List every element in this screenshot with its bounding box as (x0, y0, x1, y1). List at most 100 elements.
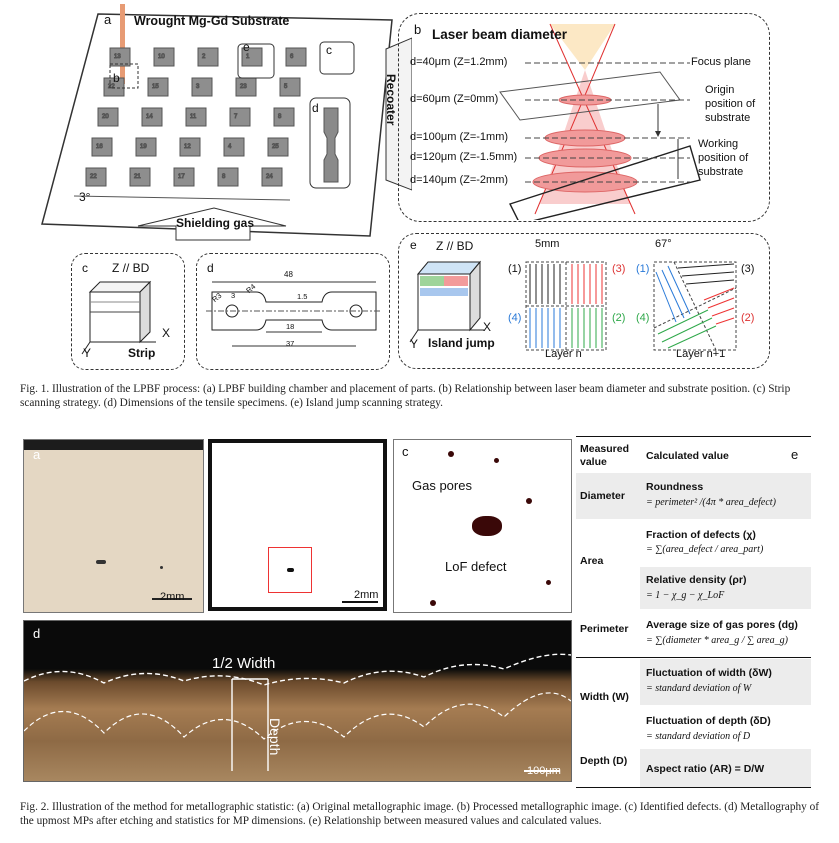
panel-e-letter: e (410, 238, 417, 252)
printed-part (267, 137, 289, 157)
figure-2-caption: Fig. 2. Illustration of the method for m… (20, 801, 819, 827)
fraction-formula: = ∑(area_defect / area_part) (646, 544, 764, 555)
quad-1-n1: (1) (636, 263, 650, 275)
printed-part (273, 107, 295, 127)
relative-density-formula: = 1 − χ_g − χ_LoF (646, 590, 725, 601)
part-number: 8 (278, 114, 282, 120)
row-width: Width (W) (580, 691, 629, 703)
panel-a-letter: a (104, 12, 112, 27)
fig2-e-letter: e (791, 447, 799, 462)
dim-18: 18 (286, 322, 295, 331)
printed-part (91, 137, 113, 157)
lof-defect-label: LoF defect (445, 559, 507, 574)
printed-part (285, 47, 307, 67)
col-calculated: Calculated value (646, 450, 729, 462)
part-number: 14 (146, 114, 153, 120)
printed-part (129, 167, 151, 187)
panel-a-label-b: b (113, 71, 120, 85)
fig2-c-letter: c (402, 444, 409, 459)
figure-1-caption: Fig. 1. Illustration of the LPBF process… (20, 383, 791, 409)
avg-gas-pore: Average size of gas pores (dg) (646, 619, 798, 631)
island-size-label: 5mm (535, 238, 560, 250)
part-number: 20 (102, 114, 109, 120)
printed-part (173, 167, 195, 187)
part-number: 22 (90, 174, 97, 180)
part-number: 6 (290, 54, 294, 60)
panel-c-axis-z: Z // BD (112, 261, 150, 275)
part-number: 12 (184, 144, 191, 150)
fig2-a-scale: 2mm (160, 591, 185, 603)
panel-e-diagram (409, 260, 737, 351)
part-number: 11 (190, 114, 197, 120)
panel-e-axis-z: Z // BD (436, 239, 474, 253)
part-number: 22 (108, 84, 115, 90)
printed-part (135, 137, 157, 157)
row-perimeter: Perimeter (580, 623, 629, 635)
panel-e-axis-y: Y (410, 337, 419, 351)
layer-n1-label: Layer n+1 (676, 348, 726, 360)
quad-1-n: (1) (508, 263, 522, 275)
quad-3-n1: (3) (741, 263, 755, 275)
panel-b-processed (208, 439, 387, 611)
part-number: 15 (152, 84, 159, 90)
panel-d-letter: d (207, 261, 214, 275)
printed-part (241, 47, 263, 67)
printed-part (147, 77, 169, 97)
printed-part (223, 137, 245, 157)
printed-part (97, 107, 119, 127)
fig2-d-scale: 100μm (527, 765, 561, 777)
printed-part (103, 77, 125, 97)
dim-48: 48 (284, 270, 293, 279)
avg-gas-pore-formula: = ∑(diameter * area_g / ∑ area_g) (646, 635, 788, 646)
panel-e-table: Measured value Calculated value e Diamet… (576, 436, 811, 788)
panel-a-metallograph (23, 439, 204, 613)
quad-3-n: (3) (612, 263, 626, 275)
panel-d-meltpools (23, 620, 572, 782)
fluct-depth: Fluctuation of depth (δD) (646, 715, 771, 727)
panel-c-axis-y: Y (83, 346, 92, 360)
panel-b-title: Laser beam diameter (432, 27, 568, 42)
panel-c-frame (71, 253, 185, 370)
panel-a-label-e: e (243, 40, 250, 54)
printed-part (261, 167, 283, 187)
roundness-formula: = perimeter² /(4π * area_defect) (646, 497, 776, 508)
part-number: 2 (202, 54, 206, 60)
fraction-defects: Fraction of defects (χ) (646, 529, 756, 541)
fig2-d-letter: d (33, 626, 41, 641)
gas-pores-label: Gas pores (412, 478, 472, 493)
part-number: 16 (96, 144, 103, 150)
table-header: Measured value Calculated value e (576, 437, 811, 474)
printed-part (185, 107, 207, 127)
quad-4-n: (4) (508, 312, 522, 324)
printed-part (229, 107, 251, 127)
panel-c-letter: c (82, 261, 88, 275)
dim-37: 37 (286, 339, 295, 348)
beam-row-1: d=40μm (Z=1.2mm) (410, 56, 508, 68)
printed-part (217, 167, 239, 187)
panel-e-frame (398, 233, 770, 369)
panel-e-label: Island jump (428, 336, 495, 350)
fig2-b-scale: 2mm (354, 589, 379, 601)
fluct-depth-formula: = standard deviation of D (646, 731, 751, 742)
dim-1-5: 1.5 (297, 292, 308, 301)
part-number: 8 (222, 174, 226, 180)
panel-d-specimen (206, 281, 382, 347)
part-number: 10 (158, 54, 165, 60)
beam-row-4: d=120μm (Z=-1.5mm) (410, 151, 518, 163)
shielding-gas-label: Shielding gas (176, 216, 255, 230)
beam-row-3: d=100μm (Z=-1mm) (410, 131, 509, 143)
tilt-angle: 3° (79, 190, 91, 204)
panel-b-frame (398, 13, 770, 222)
panel-b-beam-diagram (499, 23, 701, 220)
rotation-angle-label: 67° (655, 238, 672, 250)
dim-3: 3 (231, 291, 236, 300)
quad-4-n1: (4) (636, 312, 650, 324)
beam-row-5: d=140μm (Z=-2mm) (410, 174, 509, 186)
printed-part (85, 167, 107, 187)
fluct-width-formula: = standard deviation of W (646, 683, 752, 694)
printed-part (197, 47, 219, 67)
row-diameter: Diameter (580, 490, 625, 502)
part-number: 1 (246, 54, 250, 60)
